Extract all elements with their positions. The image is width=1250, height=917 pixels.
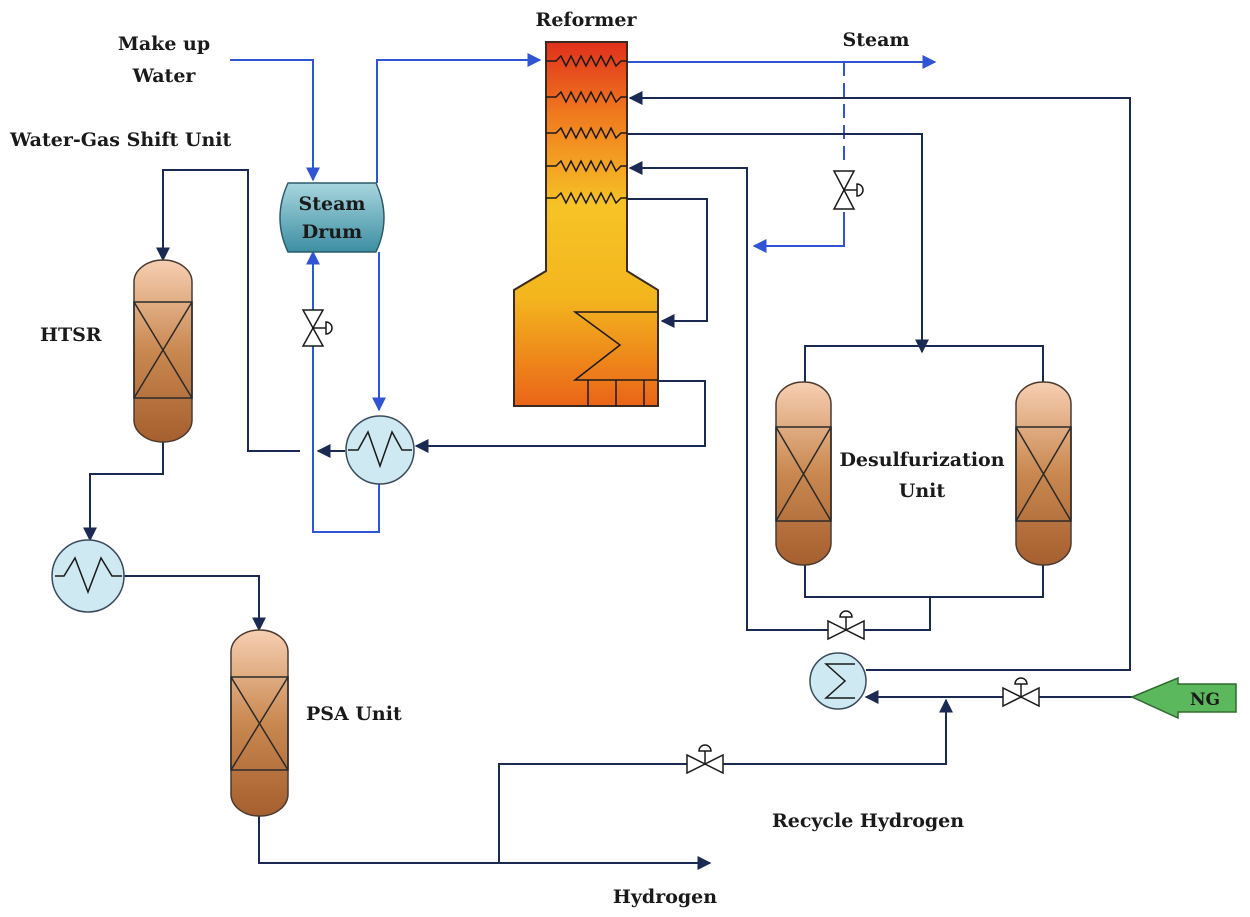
exchanger-riser-line xyxy=(306,250,380,533)
steam-drum-label-line2: Drum xyxy=(302,221,362,243)
coil-5 xyxy=(546,191,627,205)
hydrogen-product-line xyxy=(258,816,712,870)
desulfurizer-right-packing-cross xyxy=(1015,426,1072,522)
recycle-hydrogen-label: Recycle Hydrogen xyxy=(772,810,964,832)
desulfurization-label-line2: Unit xyxy=(899,480,946,502)
desulfurizer-outlet-line xyxy=(628,161,931,631)
desulfurizer-left-column xyxy=(775,381,832,566)
htsr-outlet-line xyxy=(83,442,164,542)
valve-icon xyxy=(832,170,864,210)
radiant-coil xyxy=(572,311,658,406)
cooler-to-psa-line xyxy=(124,575,266,632)
makeup-water-label-line2: Water xyxy=(132,65,197,87)
steam-drum-label-line1: Steam xyxy=(298,193,365,215)
heat-exchanger-icon xyxy=(809,652,867,710)
valve-icon xyxy=(686,744,724,775)
ng-label: NG xyxy=(1190,690,1220,710)
waste-heat-boiler-coil xyxy=(348,430,412,469)
shift-feed-line xyxy=(156,169,300,452)
reformer-to-desulfurizer-line xyxy=(627,133,929,354)
drum-to-reformer-line xyxy=(376,53,542,183)
reformer-to-radiant-coil-line xyxy=(627,198,708,328)
coil-1 xyxy=(546,54,627,68)
desulfurization-label-line1: Desulfurization xyxy=(839,449,1004,471)
htsr-packing-cross xyxy=(133,301,193,399)
psa-column xyxy=(230,629,289,817)
water-steam-lines xyxy=(230,53,937,533)
desulfurizer-right-column xyxy=(1015,381,1072,566)
waste-heat-boiler-body xyxy=(345,415,415,485)
desulfurizer-top-header xyxy=(804,345,1044,388)
htsr-packing-box xyxy=(133,301,193,399)
heat-exchanger-icon xyxy=(51,539,125,613)
steam-label: Steam xyxy=(842,29,909,51)
desulfurizer-bottom-header xyxy=(804,562,1044,598)
steam-drum-body xyxy=(279,182,385,253)
psa-packing-box xyxy=(230,676,289,771)
valve-icon xyxy=(1002,677,1040,708)
hydrogen-label: Hydrogen xyxy=(613,886,717,908)
ng-arrow-shape xyxy=(1130,676,1237,720)
htsr-column xyxy=(133,259,193,443)
water-gas-shift-unit-label: Water-Gas Shift Unit xyxy=(9,129,232,151)
steam-to-process-line xyxy=(752,212,845,253)
desulfurizer-left-packing-box xyxy=(775,426,832,522)
reformer-outlet-line xyxy=(414,380,706,453)
valve-icon xyxy=(827,610,865,641)
feed-preheater-body xyxy=(809,652,867,710)
steam-drum xyxy=(279,182,385,253)
desulfurizer-right-packing-box xyxy=(1015,426,1072,522)
makeup-water-line xyxy=(230,59,320,182)
coil-3 xyxy=(546,126,627,140)
shift-cooler-coil xyxy=(55,556,122,595)
shift-cooler-body xyxy=(51,539,125,613)
heat-exchanger-icon xyxy=(345,415,415,485)
ng-feed-arrow-icon xyxy=(1130,676,1237,720)
process-lines xyxy=(83,91,1132,870)
desulfurizer-left-packing-cross xyxy=(775,426,832,522)
convection-coils xyxy=(546,54,627,205)
recycle-to-reformer-line xyxy=(628,91,1131,671)
reformer-label: Reformer xyxy=(536,9,638,31)
makeup-water-label-line1: Make up xyxy=(118,33,210,55)
valve-icon xyxy=(301,309,333,347)
reformer-body xyxy=(513,41,659,407)
psa-packing-cross xyxy=(230,676,289,771)
reformer xyxy=(513,41,659,407)
htsr-label: HTSR xyxy=(40,324,102,346)
feed-preheater-coil xyxy=(824,663,855,699)
recycle-hydrogen-line xyxy=(498,698,953,863)
coil-4 xyxy=(546,159,627,173)
psa-unit-label: PSA Unit xyxy=(306,703,402,725)
coil-2 xyxy=(546,90,627,104)
